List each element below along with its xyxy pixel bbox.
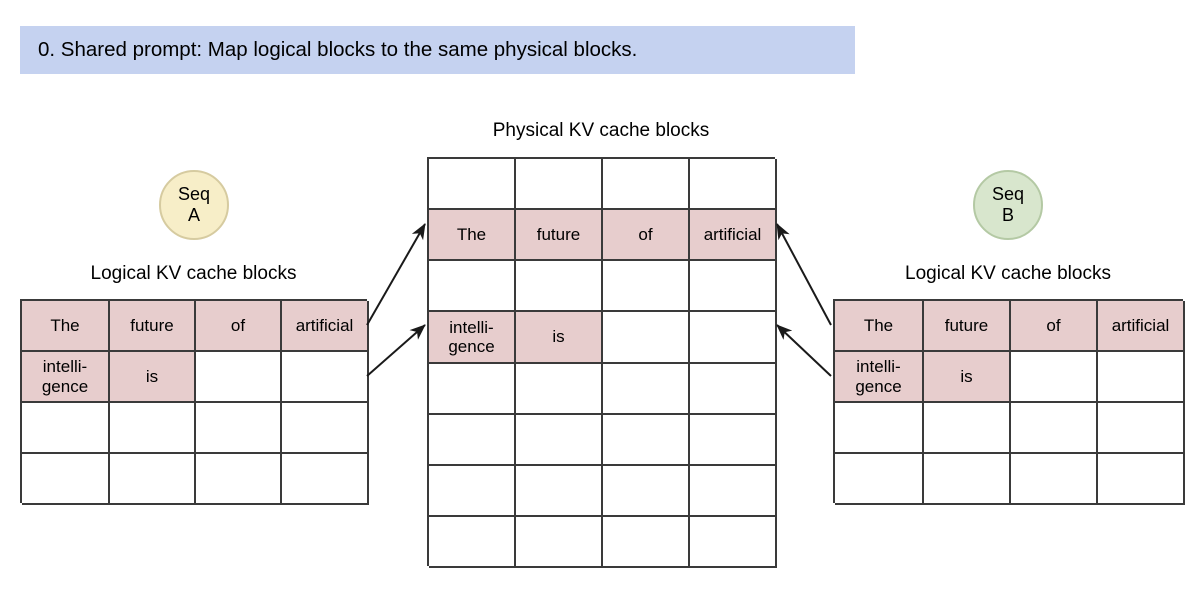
seq-b-badge-line2: B xyxy=(1001,205,1014,225)
logical-table-a-title: Logical KV cache blocks xyxy=(90,263,297,284)
prompt-banner: 0. Shared prompt: Map logical blocks to … xyxy=(20,26,855,74)
logical-a-cell-r1-c3: of xyxy=(196,301,282,352)
physical-cell-r1-c3 xyxy=(603,159,690,211)
logical-b-cell-r4-c3 xyxy=(1011,454,1098,505)
logical-a-cell-r4-c2 xyxy=(110,454,196,505)
logical-b-cell-r2-c2: is xyxy=(924,352,1011,403)
physical-cell-r7-c3 xyxy=(603,465,690,517)
logical-a-cell-r2-c3 xyxy=(196,352,282,403)
logical-b-cell-r3-c2 xyxy=(924,403,1011,454)
seq-a-badge: Seq A xyxy=(159,170,229,240)
logical-b-cell-r1-c2: future xyxy=(924,301,1011,352)
physical-cell-r6-c2 xyxy=(516,414,603,466)
physical-cell-r2-c1: The xyxy=(429,210,516,262)
physical-cell-r5-c2 xyxy=(516,363,603,415)
physical-cell-r4-c2: is xyxy=(516,312,603,364)
logical-b-cell-r4-c2 xyxy=(924,454,1011,505)
logical-b-cell-r2-c3 xyxy=(1011,352,1098,403)
physical-cell-r5-c1 xyxy=(429,363,516,415)
logical-b-cell-r2-c4 xyxy=(1098,352,1185,403)
physical-cell-r8-c3 xyxy=(603,516,690,568)
physical-cell-r5-c3 xyxy=(603,363,690,415)
logical-b-cell-r2-c1: intelli-gence xyxy=(835,352,924,403)
physical-cell-r3-c2 xyxy=(516,261,603,313)
physical-cell-r5-c4 xyxy=(690,363,777,415)
logical-a-cell-r2-c4 xyxy=(282,352,369,403)
logical-a-cell-r2-c2: is xyxy=(110,352,196,403)
logical-a-cell-r3-c3 xyxy=(196,403,282,454)
logical-b-cell-r3-c4 xyxy=(1098,403,1185,454)
physical-cell-r8-c2 xyxy=(516,516,603,568)
seq-b-row2-to-physical-row4 xyxy=(776,324,832,377)
seq-b-row1-to-physical-row2 xyxy=(776,223,832,326)
physical-cell-r1-c2 xyxy=(516,159,603,211)
physical-cell-r4-c3 xyxy=(603,312,690,364)
logical-b-cell-r3-c3 xyxy=(1011,403,1098,454)
logical-a-cell-r3-c2 xyxy=(110,403,196,454)
physical-cell-r4-c4 xyxy=(690,312,777,364)
physical-cell-r6-c1 xyxy=(429,414,516,466)
physical-cell-r4-c1: intelli-gence xyxy=(429,312,516,364)
logical-a-cell-r2-c1: intelli-gence xyxy=(22,352,110,403)
physical-cell-r3-c4 xyxy=(690,261,777,313)
physical-cell-r6-c3 xyxy=(603,414,690,466)
physical-cell-r2-c3: of xyxy=(603,210,690,262)
logical-a-cell-r4-c4 xyxy=(282,454,369,505)
logical-a-cell-r1-c4: artificial xyxy=(282,301,369,352)
physical-cell-r6-c4 xyxy=(690,414,777,466)
seq-a-row2-to-physical-row4 xyxy=(366,324,426,377)
logical-b-cell-r1-c4: artificial xyxy=(1098,301,1185,352)
physical-cell-r8-c1 xyxy=(429,516,516,568)
logical-b-cell-r4-c4 xyxy=(1098,454,1185,505)
logical-a-cell-r1-c1: The xyxy=(22,301,110,352)
seq-b-badge-line1: Seq xyxy=(991,184,1025,205)
physical-cell-r1-c4 xyxy=(690,159,777,211)
physical-cell-r2-c4: artificial xyxy=(690,210,777,262)
physical-cell-r1-c1 xyxy=(429,159,516,211)
prompt-banner-text: 0. Shared prompt: Map logical blocks to … xyxy=(38,37,638,61)
physical-cell-r3-c1 xyxy=(429,261,516,313)
seq-a-badge-line1: Seq xyxy=(177,184,211,205)
logical-a-cell-r4-c1 xyxy=(22,454,110,505)
physical-cell-r2-c2: future xyxy=(516,210,603,262)
logical-b-cell-r1-c3: of xyxy=(1011,301,1098,352)
physical-cell-r7-c4 xyxy=(690,465,777,517)
seq-b-badge: Seq B xyxy=(973,170,1043,240)
physical-cell-r7-c1 xyxy=(429,465,516,517)
logical-b-cell-r1-c1: The xyxy=(835,301,924,352)
physical-cell-r7-c2 xyxy=(516,465,603,517)
seq-a-row1-to-physical-row2 xyxy=(366,223,426,326)
physical-table-title: Physical KV cache blocks xyxy=(492,120,710,141)
physical-cell-r3-c3 xyxy=(603,261,690,313)
logical-b-cell-r4-c1 xyxy=(835,454,924,505)
logical-a-cell-r3-c1 xyxy=(22,403,110,454)
logical-b-cell-r3-c1 xyxy=(835,403,924,454)
logical-a-cell-r3-c4 xyxy=(282,403,369,454)
logical-a-cell-r1-c2: future xyxy=(110,301,196,352)
logical-table-b-title: Logical KV cache blocks xyxy=(905,263,1111,284)
logical-a-cell-r4-c3 xyxy=(196,454,282,505)
physical-cell-r8-c4 xyxy=(690,516,777,568)
seq-a-badge-line2: A xyxy=(187,205,200,225)
